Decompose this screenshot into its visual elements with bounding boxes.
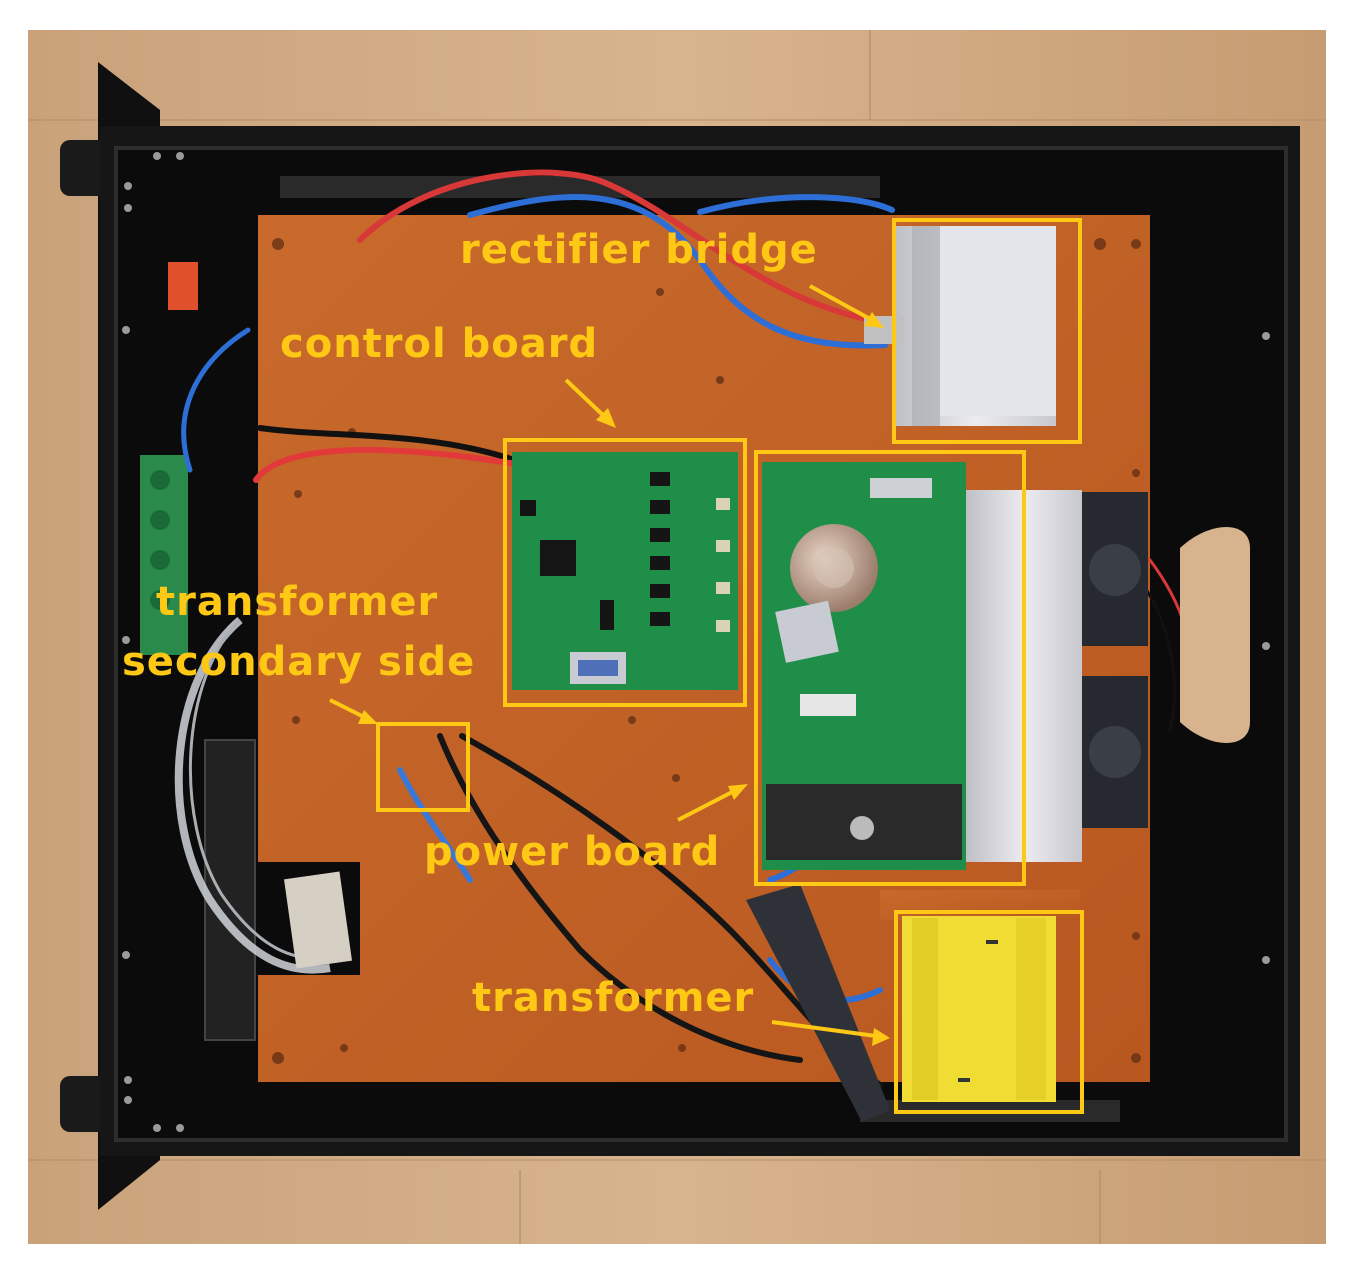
- annotation-arrows: [329, 284, 890, 1046]
- label-power-board: power board: [424, 829, 721, 875]
- label-rectifier-bridge: rectifier bridge: [460, 227, 818, 273]
- chassis-cutout: [1180, 527, 1250, 743]
- label-transformer-secondary-line1: transformer: [156, 579, 439, 625]
- rectifier-bridge: [864, 226, 1056, 426]
- control-board-box: [503, 438, 747, 707]
- left-side-parts: [140, 262, 352, 1041]
- annotation-boxes: [376, 218, 1084, 1114]
- power-board-arrow: [677, 788, 737, 822]
- label-transformer-secondary-line2: secondary side: [122, 639, 476, 685]
- wiring: [181, 169, 1195, 1088]
- transformer-secondary-arrow: [329, 698, 367, 720]
- label-transformer: transformer: [472, 975, 755, 1021]
- rectifier-bridge-box: [892, 218, 1082, 444]
- control-board-arrow: [564, 378, 608, 420]
- transformer-secondary-box: [376, 722, 470, 812]
- transformer-box: [894, 910, 1084, 1114]
- power-board: [762, 462, 1148, 870]
- rectifier-bridge-arrow: [809, 284, 873, 322]
- control-board: [512, 452, 738, 690]
- transformer-arrow: [771, 1020, 877, 1038]
- label-control-board: control board: [280, 321, 599, 367]
- transformer: [746, 884, 1080, 1122]
- power-board-box: [754, 450, 1026, 886]
